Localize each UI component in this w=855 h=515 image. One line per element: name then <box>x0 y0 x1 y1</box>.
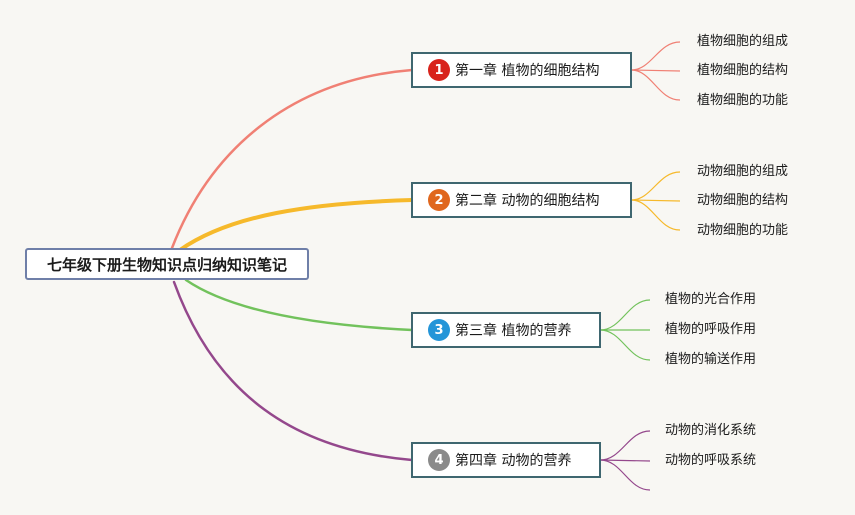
branch-line-1 <box>170 68 414 250</box>
number-badge-1: 1 <box>428 59 450 81</box>
leaf-line-1-2 <box>630 69 681 72</box>
chapter-node-2[interactable]: 2 第二章 动物的细胞结构 <box>411 182 632 218</box>
leaf-line-1-3 <box>630 69 681 101</box>
leaf-line-2-1 <box>630 171 681 201</box>
leaf-item-2-3[interactable]: 动物细胞的功能 <box>697 223 789 238</box>
leaf-item-4-1[interactable]: 动物的消化系统 <box>665 423 757 438</box>
root-node[interactable]: 七年级下册生物知识点归纳知识笔记 <box>25 248 309 280</box>
branch-line-3 <box>184 278 414 332</box>
leaf-line-2-2 <box>630 199 681 202</box>
leaf-item-2-2[interactable]: 动物细胞的结构 <box>697 193 789 208</box>
leaf-item-1-3[interactable]: 植物细胞的功能 <box>697 93 789 108</box>
number-badge-3: 3 <box>428 319 450 341</box>
chapter-node-3[interactable]: 3 第三章 植物的营养 <box>411 312 601 348</box>
chapter-label-4: 第四章 动物的营养 <box>455 453 572 469</box>
leaf-line-4-1 <box>599 430 651 461</box>
chapter-node-1[interactable]: 1 第一章 植物的细胞结构 <box>411 52 632 88</box>
leaf-item-4-2[interactable]: 动物的呼吸系统 <box>665 453 757 468</box>
branch-line-2 <box>178 198 414 252</box>
chapter-label-3: 第三章 植物的营养 <box>455 323 572 339</box>
leaf-item-1-2[interactable]: 植物细胞的结构 <box>697 63 789 78</box>
leaf-line-1-1 <box>630 41 681 71</box>
leaf-line-4-2 <box>599 459 651 462</box>
leaf-item-3-1[interactable]: 植物的光合作用 <box>665 292 757 307</box>
number-badge-4: 4 <box>428 449 450 471</box>
chapter-label-2: 第二章 动物的细胞结构 <box>455 193 600 209</box>
leaf-item-3-3[interactable]: 植物的输送作用 <box>665 352 757 367</box>
root-label: 七年级下册生物知识点归纳知识笔记 <box>46 255 287 274</box>
leaf-item-1-1[interactable]: 植物细胞的组成 <box>697 34 789 49</box>
leaf-item-2-1[interactable]: 动物细胞的组成 <box>697 164 789 179</box>
chapter-node-4[interactable]: 4 第四章 动物的营养 <box>411 442 601 478</box>
number-badge-2: 2 <box>428 189 450 211</box>
leaf-item-3-2[interactable]: 植物的呼吸作用 <box>665 322 757 337</box>
leaf-line-4-3 <box>599 459 651 491</box>
chapter-label-1: 第一章 植物的细胞结构 <box>455 63 600 79</box>
leaf-line-2-3 <box>630 199 681 231</box>
leaf-line-3-3 <box>599 329 651 361</box>
branch-line-4 <box>172 280 414 462</box>
leaf-line-3-1 <box>599 299 651 331</box>
